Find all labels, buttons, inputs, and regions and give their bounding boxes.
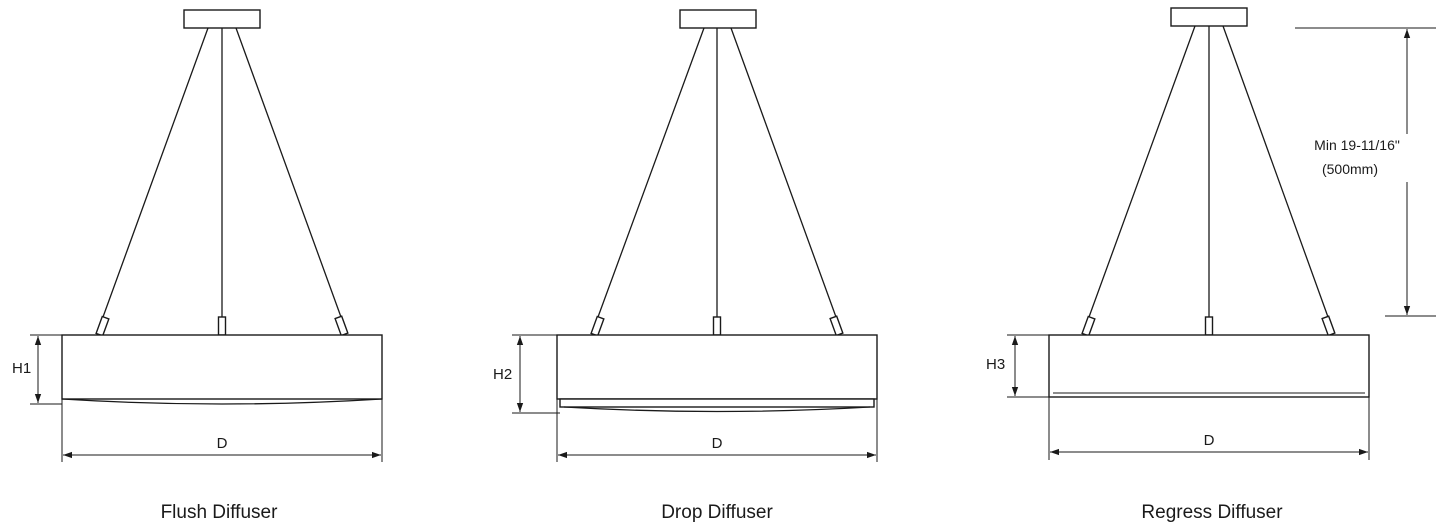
height-dimension: H2	[493, 334, 560, 414]
suspension-cables	[597, 27, 837, 318]
regress-diffuser-fixture: H3 D Regress Diffuser Min 19-11/16" (500…	[986, 7, 1436, 523]
cable-grippers	[1081, 315, 1336, 337]
diameter-dimension: D	[1048, 397, 1370, 460]
flush-diffuser-lens	[61, 398, 383, 405]
suspension-cables	[102, 27, 342, 318]
drop-diffuser-lens	[559, 398, 875, 413]
ceiling-canopy	[679, 9, 757, 29]
cable-grippers	[95, 315, 349, 337]
fixture-caption: Drop Diffuser	[661, 502, 773, 523]
drop-diffuser-fixture: H2 D Drop Diffuser	[493, 9, 878, 523]
flush-diffuser-fixture: H1 D Flush Diffuser	[12, 9, 383, 523]
diameter-dimension: D	[556, 399, 878, 462]
luminaire-housing	[61, 334, 383, 400]
fixture-caption: Regress Diffuser	[1141, 502, 1283, 523]
diameter-label: D	[217, 435, 228, 452]
diameter-dimension: D	[61, 399, 383, 462]
height-label: H1	[12, 360, 31, 377]
min-length-label: Min 19-11/16"	[1314, 137, 1400, 153]
suspension-length-dimension: Min 19-11/16" (500mm)	[1282, 27, 1436, 317]
luminaire-housing	[556, 334, 878, 400]
ceiling-canopy	[1170, 7, 1248, 27]
diameter-label: D	[712, 435, 723, 452]
fixture-caption: Flush Diffuser	[161, 502, 279, 523]
suspension-cables	[1088, 25, 1329, 318]
height-dimension: H3	[986, 334, 1049, 398]
height-dimension: H1	[12, 334, 62, 405]
min-length-metric-label: (500mm)	[1322, 161, 1378, 177]
height-label: H3	[986, 356, 1005, 373]
cable-grippers	[590, 315, 844, 337]
diameter-label: D	[1204, 432, 1215, 449]
luminaire-housing	[1048, 334, 1370, 398]
ceiling-canopy	[183, 9, 261, 29]
height-label: H2	[493, 366, 512, 383]
